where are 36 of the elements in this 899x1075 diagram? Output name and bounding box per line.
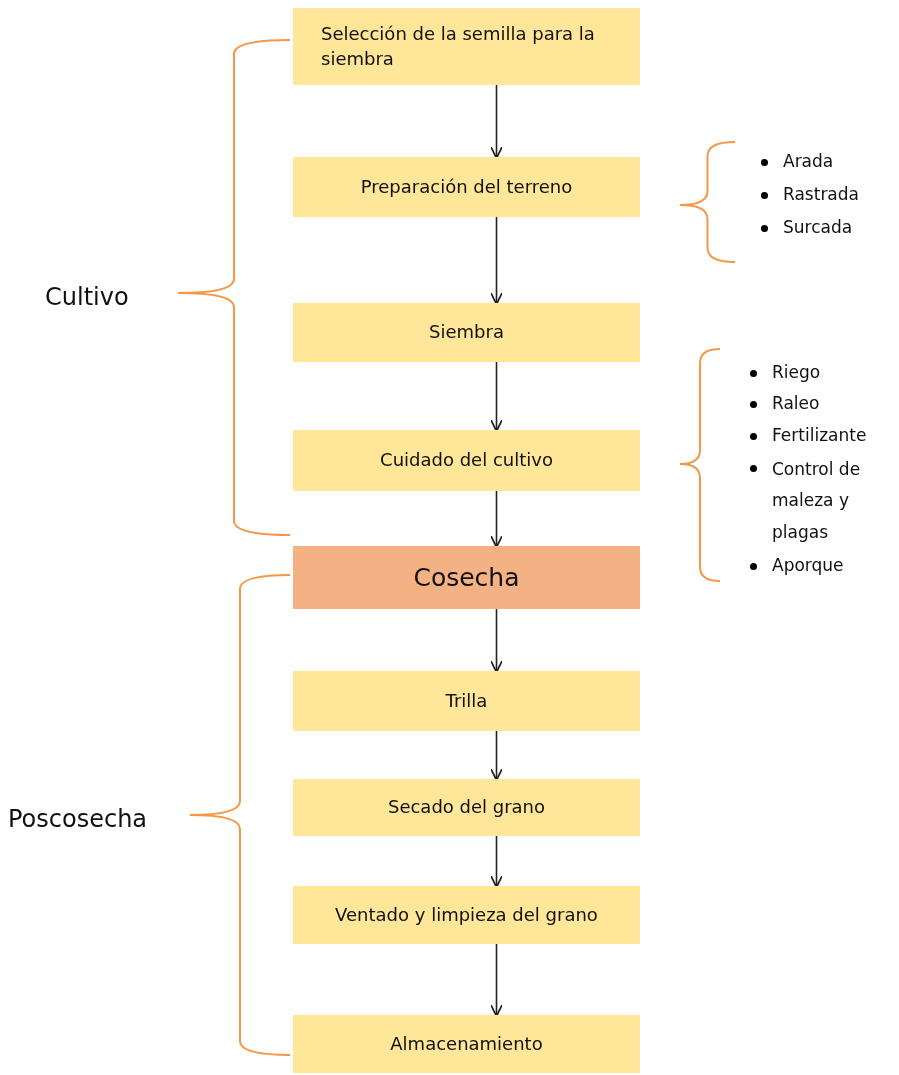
arrow — [490, 84, 503, 159]
bullet-item: Rastrada — [783, 183, 859, 206]
process-box — [293, 303, 640, 362]
step-label: Cuidado del cultivo — [380, 448, 553, 473]
step-label: Trilla — [445, 688, 488, 713]
arrow — [490, 943, 503, 1017]
arrow — [490, 361, 503, 432]
bullet-item: Surcada — [783, 216, 853, 239]
process-box — [293, 779, 640, 836]
arrow — [490, 835, 503, 888]
process-box — [293, 671, 640, 731]
process-box — [293, 430, 640, 491]
arrow — [490, 490, 503, 548]
process-box — [293, 8, 640, 85]
bullet-item: Arada — [783, 150, 834, 173]
arrow — [490, 730, 503, 781]
bullet-item: Raleo — [772, 392, 820, 415]
highlighted-process-box — [293, 546, 640, 609]
bullet-item: Fertilizante — [772, 424, 867, 447]
step-label: Selección de la semilla para la siembra — [321, 22, 596, 71]
bullet-item: Control de maleza y plagas — [772, 458, 862, 544]
process-box — [293, 1015, 640, 1073]
step-label: Preparación del terreno — [360, 174, 573, 199]
step-label: Almacenamiento — [390, 1031, 543, 1056]
bullet-item: Riego — [772, 361, 821, 384]
bullet-item: Aporque — [772, 554, 844, 577]
step-label: Secado del grano — [387, 795, 546, 820]
process-box — [293, 886, 640, 944]
step-label: Cosecha — [413, 561, 520, 594]
phase-label: Poscosecha — [8, 804, 148, 835]
step-label: Ventado y limpieza del grano — [335, 902, 598, 927]
arrow — [490, 216, 503, 305]
arrow — [490, 608, 503, 673]
step-label: Siembra — [429, 320, 504, 345]
process-box — [293, 157, 640, 217]
phase-label: Cultivo — [45, 282, 129, 313]
